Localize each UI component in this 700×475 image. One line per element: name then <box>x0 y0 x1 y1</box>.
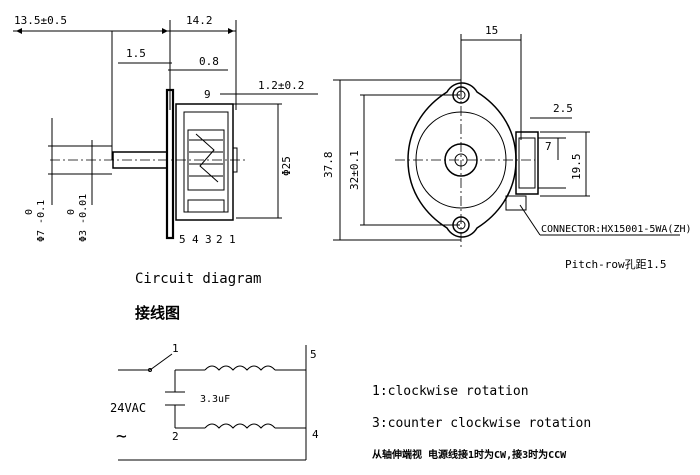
dim-2-5: 2.5 <box>553 102 573 115</box>
dim-15: 15 <box>485 24 498 37</box>
note-ccw: 3:counter clockwise rotation <box>372 416 591 431</box>
circuit-title-en: Circuit diagram <box>135 271 261 287</box>
dim-13-5: 13.5±0.5 <box>14 14 67 27</box>
dim-19-5: 19.5 <box>570 154 583 181</box>
pin-3: 3 <box>205 233 212 246</box>
pin-5: 5 <box>179 233 186 246</box>
dim-37-8: 37.8 <box>322 152 335 179</box>
pitch-label: Pitch-row孔距1.5 <box>565 258 666 271</box>
dim-32: 32±0.1 <box>348 150 361 190</box>
pin-1: 1 <box>229 233 236 246</box>
dim-d7-top: 0 <box>24 209 35 215</box>
pin-4: 4 <box>192 233 199 246</box>
dim-0-8: 0.8 <box>199 55 219 68</box>
front-view: 15 37.8 32±0.1 2.5 7 <box>322 24 692 271</box>
dim-d3-top: 0 <box>66 209 77 215</box>
connector-label: CONNECTOR:HX15001-5WA(ZH) <box>541 224 692 235</box>
dim-1-2: 1.2±0.2 <box>258 79 304 92</box>
pin-2: 2 <box>216 233 223 246</box>
rotation-notes: 1:clockwise rotation 3:counter clockwise… <box>372 384 591 461</box>
side-view: 13.5±0.5 14.2 1.5 0.8 9 1.2±0.2 <box>13 14 318 246</box>
voltage-label: 24VAC <box>110 401 146 415</box>
ac-symbol-icon: ∼ <box>116 426 127 447</box>
dim-d7: Φ7 -0.1 <box>36 200 47 242</box>
note-cn: 从轴伸端视 电源线接1时为CW,接3时为CCW <box>372 448 567 461</box>
circuit-title-cn: 接线图 <box>135 304 180 322</box>
node-4: 4 <box>312 428 319 441</box>
note-cw: 1:clockwise rotation <box>372 384 529 399</box>
dim-1-5: 1.5 <box>126 47 146 60</box>
dim-7: 7 <box>545 140 552 153</box>
node-5: 5 <box>310 348 317 361</box>
dim-14-2: 14.2 <box>186 14 213 27</box>
dim-9: 9 <box>204 88 211 101</box>
circuit-diagram: Circuit diagram 接线图 1 3.3uF 2 5 4 24VAC … <box>110 271 319 461</box>
capacitor-label: 3.3uF <box>200 394 230 405</box>
dim-d3: Φ3 -0.01 <box>78 194 89 242</box>
dim-d25: Φ25 <box>280 156 293 176</box>
node-2: 2 <box>172 430 179 443</box>
node-1: 1 <box>172 342 179 355</box>
